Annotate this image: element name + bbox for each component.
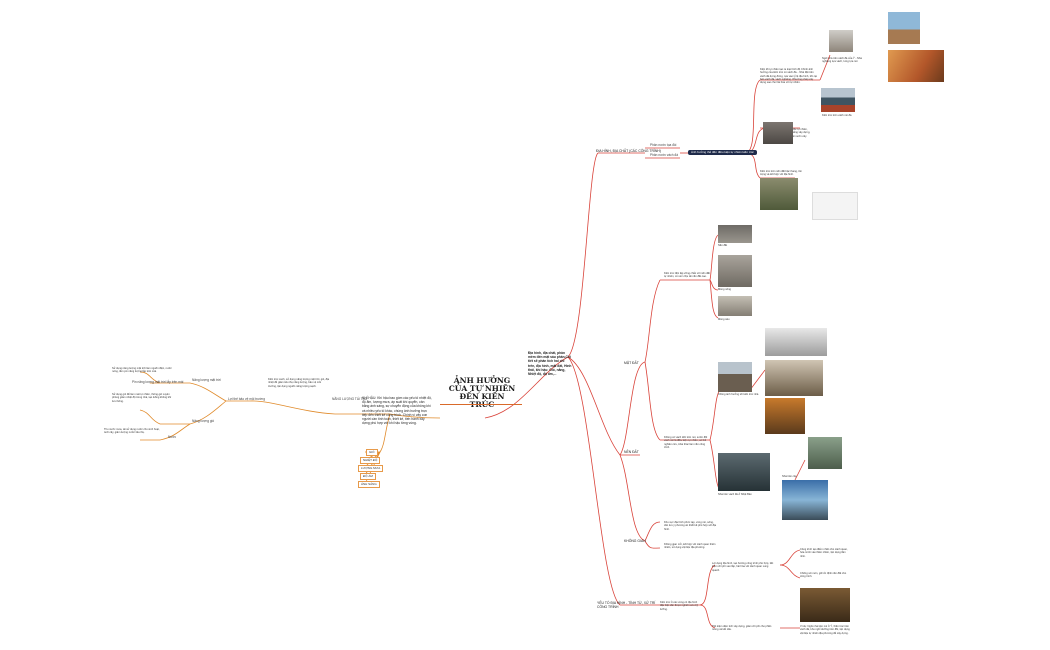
photo-nen-1 (718, 225, 752, 243)
branch-dia-hinh[interactable]: ĐỊA HÌNH, ĐỊA CHẤT (CÁC CÔNG TRÌNH) (596, 149, 661, 153)
photo-cliff-house-2 (888, 12, 920, 44)
text-cliff: Kiến lối tự nhiên tạo ra loại hình độ Ch… (760, 68, 817, 85)
text-yt2: Tiết kiệm diện tích xây dựng, giảm chi p… (712, 625, 772, 632)
photo-yt-1 (800, 588, 850, 622)
item-nhiet-do[interactable]: NHIỆT ĐỘ (360, 457, 381, 464)
text-yt-main: Kiến trúc ở các vùng có địa hình đặc biệ… (660, 601, 698, 611)
text-kg2: Không gian mở, kết hợp với cảnh quan thi… (664, 543, 716, 550)
text-yt1: Lợi dụng địa hình, tạo hướng công trình … (712, 562, 774, 572)
photo-mat-2 (765, 328, 827, 356)
photo-cliff-house-4 (821, 88, 855, 112)
text-terrain2: Kiến trúc trên nền đất bậc thang, tôn tr… (760, 170, 802, 177)
text-kg1: Khu vực địa hình phức tạp, vùng núi, sôn… (664, 521, 717, 531)
sub-phan-sau[interactable]: Phân nước tọa đồi (650, 143, 677, 147)
text-mt: Sử dụng năng lượng mặt trời làm nguồn đi… (112, 367, 172, 374)
branch-nang-luong[interactable]: NĂNG LƯỢNG TÁI TẠO (332, 397, 368, 401)
branch-yeu-to[interactable]: YẾU TỐ ĐỊA HÌNH - TÍNH TỪ, XỬ TRÍ CÔNG T… (597, 601, 656, 609)
text-yt3: Công trình tạo điểm nhấn cho cảnh quan, … (800, 548, 848, 558)
left-intro: KHÍ HẬU: Khí hậu bao gồm các yếu tố nhiệ… (362, 396, 432, 426)
text-nuoc: Thu nước mưa, tái sử dụng nước cho sinh … (104, 428, 160, 435)
sub-pin: Pin năng lượng mặt trời lắp trên mái (132, 380, 184, 384)
caption-mat2: Nhà trên vách đá ở Nhật Bản (718, 493, 752, 496)
branch-mat-dat[interactable]: MẶT ĐẤT (624, 361, 639, 365)
text-yt5: Ví dụ: Ngôi nhà trên núi ở Ý, Kiến trúc … (800, 625, 850, 635)
photo-mat-5 (718, 453, 770, 491)
photo-mat-3 (765, 360, 823, 396)
sub-mat-troi[interactable]: Năng lượng mặt trời (192, 378, 221, 382)
text-mat: Không ảnh hưởng tới kiến trúc nhà (718, 393, 759, 396)
photo-terrain-2 (760, 178, 798, 210)
right-intro: Địa hình, địa chất, phần mềm đến mật sáu… (528, 351, 572, 377)
sub-phan-vach[interactable]: Phân nước vách đá (650, 153, 678, 157)
text-yt4: Chống xói mòn, giữ ổn định nền đất cho c… (800, 572, 847, 579)
photo-section-drawing (812, 192, 858, 220)
photo-mat-7 (782, 480, 828, 520)
text-cliff-small: Ngôi nhà trên vách đá của Ý - Nhà nghiên… (822, 57, 862, 64)
branch-bao-ve[interactable]: Lợi thế bảo vệ môi trường (228, 397, 265, 401)
photo-mat-6 (808, 437, 842, 469)
text-nl: Kiến trúc xanh, sử dụng năng lượng mặt t… (268, 378, 330, 388)
sub-gio[interactable]: Năng lượng gió (192, 419, 215, 423)
photo-mat-4 (765, 398, 805, 434)
photo-nen-2 (718, 255, 752, 287)
photo-cliff-house-1 (829, 30, 853, 52)
caption-cliff: Kiến trúc trên vách núi đá (822, 114, 852, 117)
caption-photo1: Nền đất (718, 244, 728, 247)
caption-photo2: Móng nông (718, 288, 731, 291)
branch-nen-dat[interactable]: NỀN ĐẤT (624, 450, 639, 454)
item-luong-mua[interactable]: LƯỢNG MƯA (358, 465, 384, 472)
photo-nen-3 (718, 296, 752, 316)
text-nen: Kiến trúc độc lập vững chắc với nền đất … (664, 272, 710, 279)
sub-nuoc[interactable]: Nước (168, 435, 177, 439)
photo-cliff-house-3 (888, 50, 944, 82)
item-do-am[interactable]: ĐỘ ẨM (360, 473, 376, 480)
item-anh-sang[interactable]: ÁNH SÁNG (358, 481, 380, 488)
branch-khong-gian[interactable]: KHÔNG GIAN (624, 539, 646, 543)
topic-pill[interactable]: Ảnh hưởng thể đến điều kiện tự nhiên kiế… (688, 150, 757, 155)
caption-mat3: Nhà trên cây (782, 475, 797, 478)
central-underline (440, 404, 522, 405)
photo-mat-1 (718, 362, 752, 392)
photo-terrain-1 (763, 122, 793, 144)
caption-photo3: Móng sâu (718, 318, 730, 321)
item-gio[interactable]: GIÓ (366, 449, 378, 456)
text-mat2: Không có vách dốc trên núi, sườn đồi vác… (664, 436, 708, 449)
text-gio: Sử dụng gió để làm mát tự nhiên, thông g… (112, 393, 172, 403)
